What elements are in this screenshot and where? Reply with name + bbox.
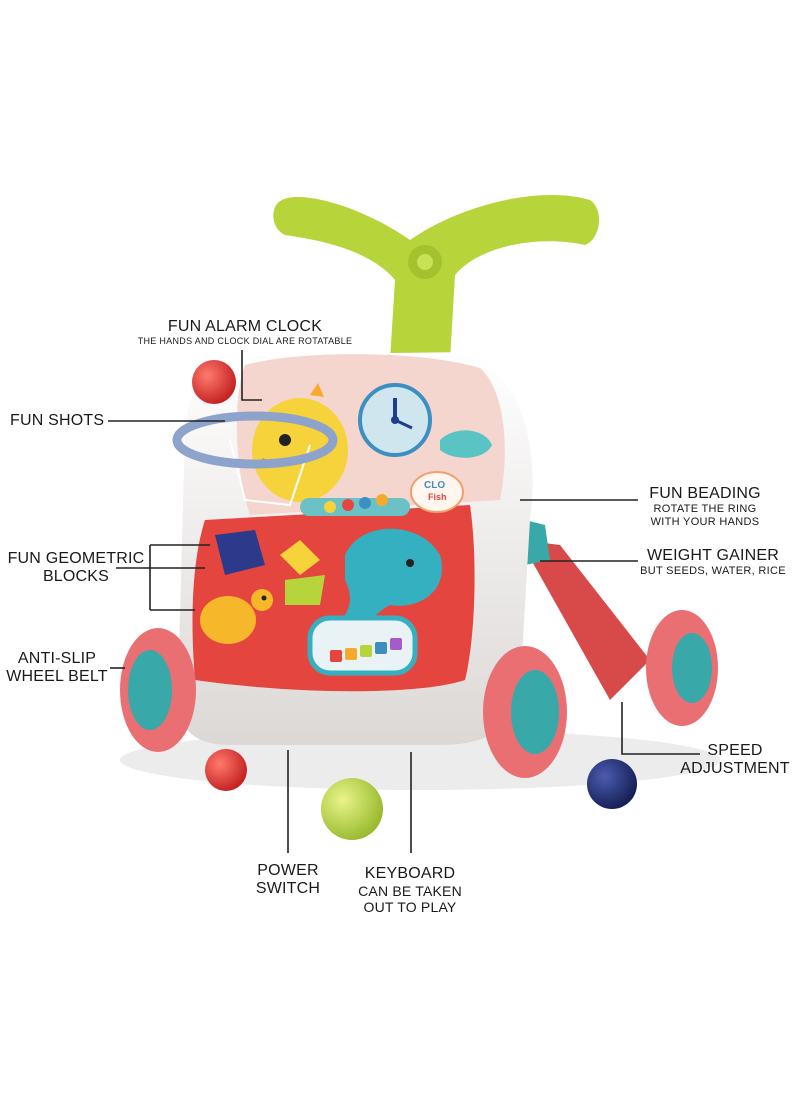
anti-slip-line-2: WHEEL BELT [6,668,108,686]
power-switch-line-1: POWER [257,862,319,879]
clock-fish-label-1: CLO [424,480,445,491]
fun-alarm-clock-detail: THE HANDS AND CLOCK DIAL ARE ROTATABLE [137,336,353,347]
speed-adjustment-line-1: SPEED [707,742,763,759]
basketball-hoop [172,411,338,507]
fun-geometric-blocks-line-2: BLOCKS [42,568,110,586]
clock-fish-label-2: Fish [428,492,447,502]
speed-adjustment-line-2: ADJUSTMENT [680,760,790,778]
fish-toy [440,430,492,458]
keyboard-toy [307,615,418,676]
fun-geometric-blocks-line-1: FUN GEOMETRIC [7,550,145,567]
callout-fun-beading: FUN BEADING ROTATE THE RING WITH YOUR HA… [636,485,774,529]
fun-beading-detail-2: WITH YOUR HANDS [650,516,760,529]
clock-toy [358,383,432,457]
weight-gainer-detail: BUT SEEDS, WATER, RICE [640,565,786,578]
red-ball [205,749,247,791]
leader-lines [108,350,700,853]
keyboard-detail-2: OUT TO PLAY [363,899,457,916]
geometric-blocks [215,530,325,605]
front-right-wheel [483,646,567,778]
callout-fun-alarm-clock: FUN ALARM CLOCK THE HANDS AND CLOCK DIAL… [110,318,380,347]
callout-speed-adjustment: SPEED ADJUSTMENT [676,742,794,779]
anti-slip-line-1: ANTI-SLIP [17,650,97,667]
fun-alarm-clock-title: FUN ALARM CLOCK [167,318,323,335]
callout-power-switch: POWER SWITCH [240,862,336,899]
keyboard-detail-1: CAN BE TAKEN [358,883,462,900]
handle [273,194,600,360]
green-ball [321,778,383,840]
turtle-toy [200,589,273,644]
callout-fun-geometric-blocks: FUN GEOMETRIC BLOCKS [6,550,146,587]
keyboard-title: KEYBOARD [364,865,456,882]
callout-weight-gainer: WEIGHT GAINER BUT SEEDS, WATER, RICE [638,547,788,578]
weight-gainer-title: WEIGHT GAINER [646,547,780,564]
power-switch-line-2: SWITCH [255,880,321,898]
callout-anti-slip-wheel-belt: ANTI-SLIP WHEEL BELT [4,650,110,687]
callout-keyboard: KEYBOARD CAN BE TAKEN OUT TO PLAY [342,865,478,916]
beading-bar [300,494,410,516]
fun-shots-title: FUN SHOTS [10,412,105,429]
navy-ball [587,759,637,809]
callout-fun-shots: FUN SHOTS [10,412,104,430]
fun-beading-detail-1: ROTATE THE RING [653,503,757,516]
front-left-wheel [120,628,196,752]
red-ball-top [192,360,236,404]
fun-beading-title: FUN BEADING [649,485,761,502]
rear-leg [520,540,650,700]
clock-fish-badge: CLO Fish [410,471,464,513]
seahorse-toy [330,528,442,633]
rear-right-wheel [646,610,718,726]
